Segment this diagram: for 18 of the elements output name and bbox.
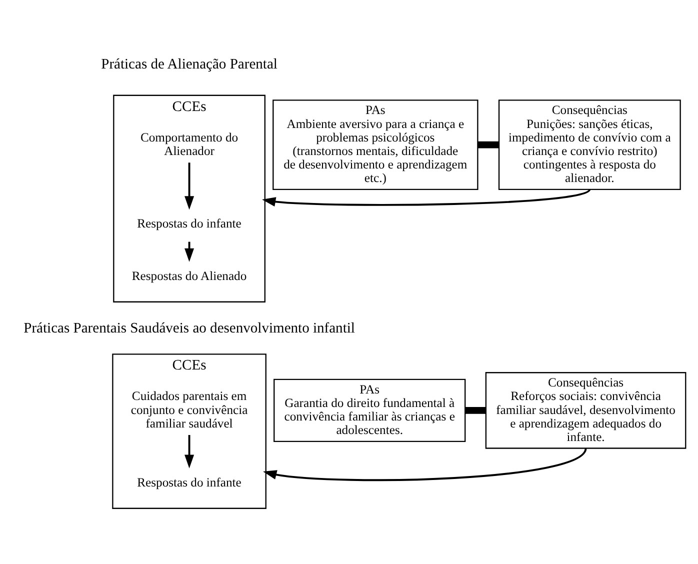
- node-box: PAs Garantia do direito fundamental à convivência familiar às crianças e adolescentes.: [274, 378, 466, 442]
- arrow: [184, 435, 194, 468]
- node-text: Comportamento do Alienador: [140, 130, 238, 158]
- node-box: Consequências Punições: sanções éticas, impedimento de convívio com a criança e convívio restrito) contingentes à resposta do alienador.: [498, 100, 681, 190]
- node-text: Respostas do Alienado: [132, 268, 247, 283]
- node-text: Cuidados parentais em conjunto e convivência familiar saudável: [130, 389, 248, 430]
- label: Práticas Parentais Saudáveis ao desenvolvimento infantil: [24, 320, 355, 336]
- node-box: Consequências Reforços sociais: convivência familiar saudável, desenvolvimento e aprendizagem adequados do infante.: [485, 372, 686, 449]
- arrow: [262, 188, 590, 206]
- node-text: Respostas do infante: [137, 216, 242, 231]
- connector: [478, 141, 499, 148]
- arrow: [184, 242, 194, 262]
- node-text: Respostas do infante: [137, 475, 242, 490]
- arrow: [184, 162, 194, 210]
- arrow: [263, 448, 587, 482]
- connector: [465, 407, 486, 414]
- node-box: PAs Ambiente aversivo para a criança e problemas psicológicos (transtornos mentais, dificuldade de desenvolvimento e aprendizagem etc.): [272, 100, 478, 190]
- label: Práticas de Alienação Parental: [101, 56, 278, 73]
